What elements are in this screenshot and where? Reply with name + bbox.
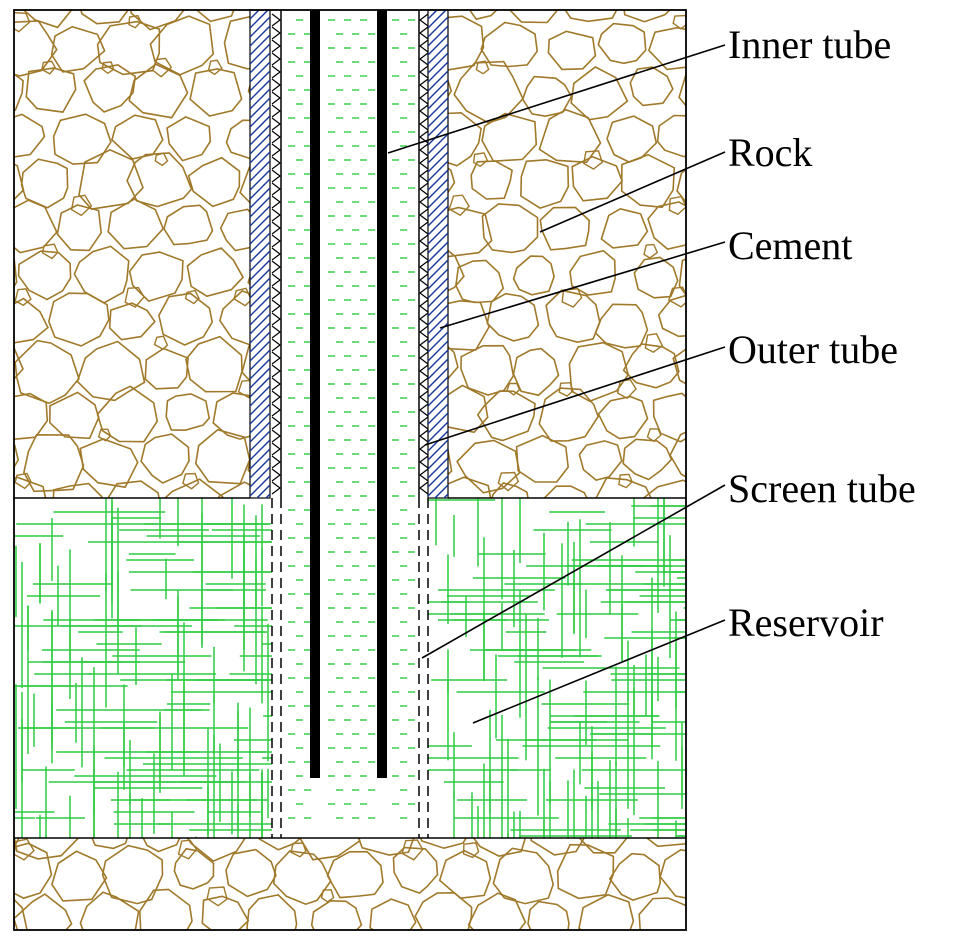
- wellbore-fluid: [288, 19, 415, 819]
- rock-formation-upper: [14, 10, 686, 498]
- cement-sheath: [249, 9, 449, 499]
- label-cement: Cement: [728, 223, 852, 268]
- label-outer-tube: Outer tube: [728, 327, 898, 372]
- diagram-frame: [13, 9, 687, 931]
- leader-inner-tube: [387, 44, 726, 154]
- label-reservoir: Reservoir: [728, 600, 884, 645]
- rock-formation-lower: [14, 838, 686, 930]
- leader-screen-tube: [421, 484, 726, 659]
- outer-tube: [271, 10, 429, 498]
- reservoir-zone: [14, 498, 686, 838]
- leader-lines: [387, 44, 726, 724]
- inner-tube: [310, 10, 387, 778]
- leader-outer-tube: [424, 346, 726, 446]
- leader-reservoir: [472, 619, 726, 724]
- leader-cement: [439, 241, 726, 329]
- label-screen-tube: Screen tube: [728, 466, 916, 511]
- labels: Inner tube Rock Cement Outer tube Screen…: [728, 22, 916, 645]
- leader-rock: [539, 151, 726, 233]
- screen-tube: [271, 498, 429, 838]
- formation-boundaries: [14, 497, 686, 839]
- label-inner-tube: Inner tube: [728, 22, 891, 67]
- label-rock: Rock: [728, 130, 812, 175]
